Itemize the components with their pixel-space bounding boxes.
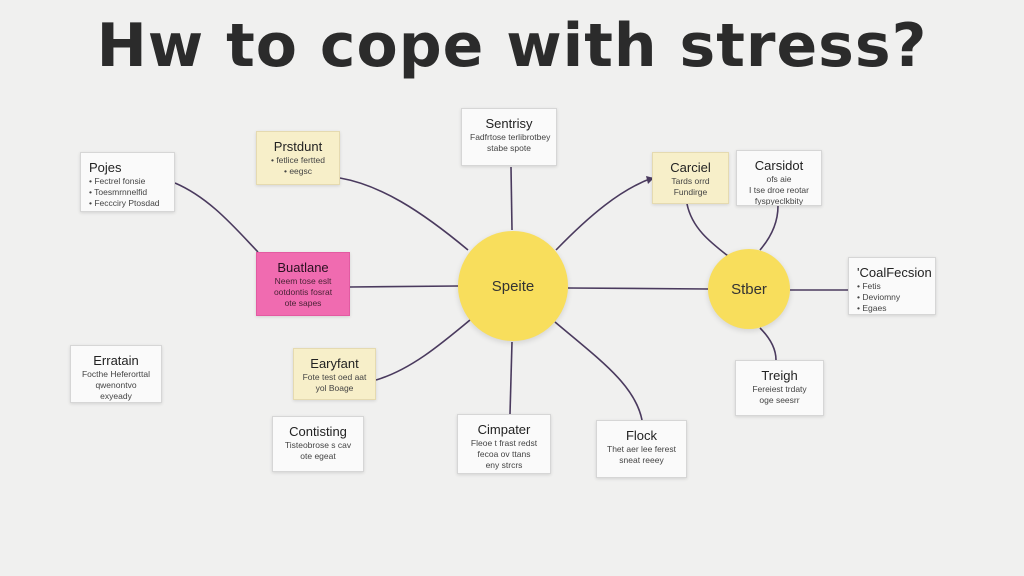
- card-prstdunt[interactable]: Prstdunt • fetlice fertted • eegsc: [256, 131, 340, 185]
- card-sentrisy[interactable]: Sentrisy Fadfrtose terlibrotbey stabe sp…: [461, 108, 557, 166]
- card-line: • Fetis: [857, 281, 881, 291]
- card-line: exyeady: [100, 391, 132, 401]
- card-line: eny strcrs: [485, 460, 523, 470]
- card-line: fecoa ov ttans: [477, 449, 531, 459]
- card-line: Neem tose eslt: [274, 276, 332, 286]
- secondary-hub-node[interactable]: Stber: [708, 249, 790, 329]
- card-buatlane[interactable]: Buatlane Neem tose eslt ootdontis fosrat…: [256, 252, 350, 316]
- card-carciel[interactable]: Carciel Tards orrd Fundirge: [652, 152, 729, 204]
- card-line: ote sapes: [284, 298, 322, 308]
- card-line: • Fectrel fonsie: [89, 176, 146, 186]
- card-line: Tisteobrose s cav: [284, 440, 352, 450]
- card-earyfant[interactable]: Earyfant Fote test oed aat yol Boage: [293, 348, 376, 400]
- link-stber-carciel: [686, 203, 729, 257]
- card-title: Pojes: [89, 160, 122, 175]
- card-line: • Deviomny: [857, 292, 901, 302]
- card-treigh[interactable]: Treigh Fereiest trdaty oge seesrr: [735, 360, 824, 416]
- card-title: Erratain: [93, 353, 139, 368]
- main-hub-node[interactable]: Speite: [458, 231, 568, 341]
- link-buatlane-pojes: [174, 182, 259, 253]
- card-line: Fadfrtose terlibrotbey: [470, 132, 551, 142]
- card-line: fyspyeclkbity: [754, 196, 804, 206]
- card-coalfecsion[interactable]: 'CoalFecsion • Fetis • Deviomny • Egaes: [848, 257, 936, 315]
- card-line: oge seesrr: [759, 395, 800, 405]
- link-main-earyfant: [375, 319, 471, 381]
- card-line: ote egeat: [300, 451, 336, 461]
- card-title: Buatlane: [277, 260, 329, 275]
- link-stber-carsidot: [759, 205, 779, 251]
- card-line: ofs aie: [766, 174, 792, 184]
- link-main-cimpater: [509, 341, 513, 415]
- card-erratain[interactable]: Erratain Focthe Heferorttal qwenontvo ex…: [70, 345, 162, 403]
- card-line: Thet aer lee ferest: [607, 444, 676, 454]
- card-line: Fleoe t frast redst: [470, 438, 538, 448]
- card-title: Prstdunt: [273, 139, 323, 154]
- card-line: sneat reeey: [619, 455, 664, 465]
- card-line: • Feccciry Ptosdad: [89, 198, 160, 208]
- card-title: Treigh: [761, 368, 798, 383]
- card-line: Focthe Heferorttal: [81, 369, 151, 379]
- card-pojes[interactable]: Pojes • Fectrel fonsie • Toesmrnnelfid •…: [80, 152, 175, 212]
- card-title: Earyfant: [310, 356, 359, 371]
- card-flock[interactable]: Flock Thet aer lee ferest sneat reeey: [596, 420, 687, 478]
- page-title: Hw to cope with stress?: [96, 11, 928, 81]
- card-title: Carciel: [670, 160, 711, 175]
- card-line: stabe spote: [487, 143, 531, 153]
- card-line: • fetlice fertted: [270, 155, 325, 165]
- card-title: Carsidot: [754, 158, 804, 173]
- link-main-flock: [554, 321, 643, 421]
- link-main-sentrisy: [510, 166, 513, 231]
- card-line: Tards orrd: [671, 176, 710, 186]
- card-title: Contisting: [289, 424, 347, 439]
- card-line: qwenontvo: [95, 380, 137, 390]
- card-line: • Egaes: [857, 303, 887, 313]
- card-line: Fundirge: [673, 187, 708, 197]
- card-carsidot[interactable]: Carsidot ofs aie I tse droe reotar fyspy…: [736, 150, 822, 206]
- card-title: 'CoalFecsion: [857, 265, 932, 280]
- card-title: Flock: [625, 428, 658, 443]
- card-line: • Toesmrnnelfid: [89, 187, 148, 197]
- secondary-hub-label: Stber: [731, 280, 767, 298]
- card-cimpater[interactable]: Cimpater Fleoe t frast redst fecoa ov tt…: [457, 414, 551, 474]
- link-main-carciel: [555, 177, 653, 251]
- link-main-prstdunt: [339, 177, 469, 251]
- card-title: Cimpater: [477, 422, 531, 437]
- link-stber-treigh: [759, 327, 777, 361]
- card-line: ootdontis fosrat: [273, 287, 333, 297]
- link-main-buatlane: [349, 285, 459, 288]
- card-contisting[interactable]: Contisting Tisteobrose s cav ote egeat: [272, 416, 364, 472]
- card-line: Fereiest trdaty: [752, 384, 807, 394]
- link-main-stber: [567, 287, 709, 290]
- card-line: Fote test oed aat: [302, 372, 367, 382]
- card-line: yol Boage: [315, 383, 354, 393]
- card-line: • eegsc: [283, 166, 313, 176]
- card-title: Sentrisy: [485, 116, 533, 131]
- card-line: I tse droe reotar: [748, 185, 809, 195]
- main-hub-label: Speite: [491, 277, 535, 295]
